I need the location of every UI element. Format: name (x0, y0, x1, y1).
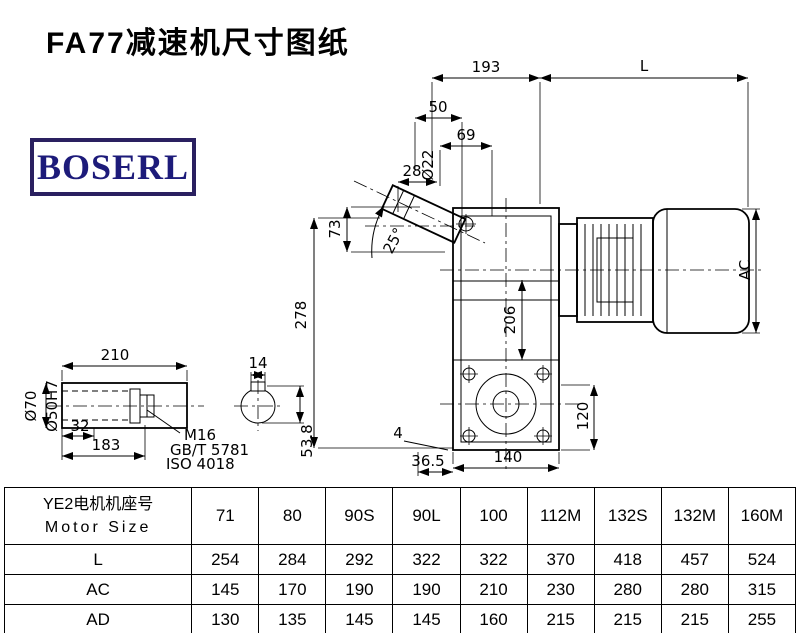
table-cell: 254 (191, 544, 260, 575)
dim-4: 4 (393, 424, 403, 442)
table-header-motor-size: YE2电机机座号 Motor Size (3, 487, 193, 545)
table-header-cell: 100 (459, 487, 528, 545)
table-header-cell: 112M (526, 487, 595, 545)
motor-side-view (440, 208, 764, 334)
table-header-cell: 132S (593, 487, 662, 545)
table-header-cell: 90S (325, 487, 394, 545)
table-cell: 215 (526, 604, 595, 633)
dim-73: 73 (326, 219, 344, 238)
shaft-end-view (234, 380, 282, 431)
table-cell: 130 (191, 604, 260, 633)
dim-140: 140 (494, 448, 523, 466)
dim-278: 278 (292, 301, 310, 330)
table-header-cell: 160M (727, 487, 797, 545)
dim-diameter-70: Ø70 (22, 391, 40, 422)
page-title: FA77减速机尺寸图纸 (46, 27, 350, 60)
dim-206: 206 (501, 306, 519, 335)
dim-AC: AC (736, 260, 754, 280)
table-cell: 255 (727, 604, 797, 633)
dim-120: 120 (574, 402, 592, 431)
table-row-L: L 254 284 292 322 322 370 418 457 524 (3, 544, 797, 575)
table-header-cell: 71 (191, 487, 260, 545)
callout-iso-4018: ISO 4018 (166, 455, 235, 473)
table-cell: 210 (459, 574, 528, 605)
table-cell: 292 (325, 544, 394, 575)
dim-193: 193 (472, 58, 501, 76)
dim-50: 50 (428, 98, 447, 116)
table-header-cell: 90L (392, 487, 461, 545)
table-header-cell: 80 (258, 487, 327, 545)
table-cell: 160 (459, 604, 528, 633)
callout-m16: M16 (184, 426, 216, 444)
row-label: AD (3, 604, 193, 633)
dim-183: 183 (92, 436, 121, 454)
table-cell: 230 (526, 574, 595, 605)
motor-size-label-en: Motor Size (44, 518, 152, 536)
table-cell: 418 (593, 544, 662, 575)
table-cell: 135 (258, 604, 327, 633)
table-cell: 215 (593, 604, 662, 633)
dim-32: 32 (70, 417, 89, 435)
bolt-hole-icon (460, 365, 552, 445)
table-cell: 170 (258, 574, 327, 605)
motor-size-table: YE2电机机座号 Motor Size 71 80 90S 90L 100 11… (3, 487, 797, 633)
table-cell: 145 (191, 574, 260, 605)
motor-size-label-cn: YE2电机机座号 (42, 495, 154, 513)
table-cell: 284 (258, 544, 327, 575)
dim-36-5: 36.5 (411, 452, 444, 470)
table-cell: 190 (392, 574, 461, 605)
row-label: AC (3, 574, 193, 605)
table-cell: 280 (593, 574, 662, 605)
dim-diameter-50H7: Ø50H7 (43, 380, 61, 432)
gearbox-front-view (440, 198, 580, 470)
dim-53-8: 53.8 (298, 424, 316, 457)
table-row-AC: AC 145 170 190 190 210 230 280 280 315 (3, 574, 797, 605)
callout-gbt-5781: GB/T 5781 (170, 441, 249, 459)
dim-28: 28 (402, 162, 421, 180)
row-label: L (3, 544, 193, 575)
dim-14: 14 (248, 354, 267, 372)
boserl-logo: BOSERL (30, 138, 196, 196)
table-cell: 370 (526, 544, 595, 575)
table-cell: 524 (727, 544, 797, 575)
dim-69: 69 (456, 126, 475, 144)
table-cell: 457 (660, 544, 729, 575)
table-cell: 280 (660, 574, 729, 605)
table-cell: 322 (392, 544, 461, 575)
dim-diameter-22: Ø22 (419, 150, 437, 181)
input-shaft (353, 180, 486, 244)
table-cell: 215 (660, 604, 729, 633)
dim-210: 210 (101, 346, 130, 364)
table-cell: 145 (325, 604, 394, 633)
table-cell: 190 (325, 574, 394, 605)
technical-drawing: 193 L 50 69 28 Ø22 73 25° 278 206 AC (22, 57, 764, 476)
output-shaft-detail (48, 382, 204, 434)
table-row-AD: AD 130 135 145 145 160 215 215 215 255 (3, 604, 797, 633)
table-header-cell: 132M (660, 487, 729, 545)
boserl-logo-text: BOSERL (36, 147, 190, 187)
dim-L: L (640, 57, 649, 75)
table-cell: 322 (459, 544, 528, 575)
table-header-row: YE2电机机座号 Motor Size 71 80 90S 90L 100 11… (3, 487, 797, 545)
table-cell: 315 (727, 574, 797, 605)
table-cell: 145 (392, 604, 461, 633)
